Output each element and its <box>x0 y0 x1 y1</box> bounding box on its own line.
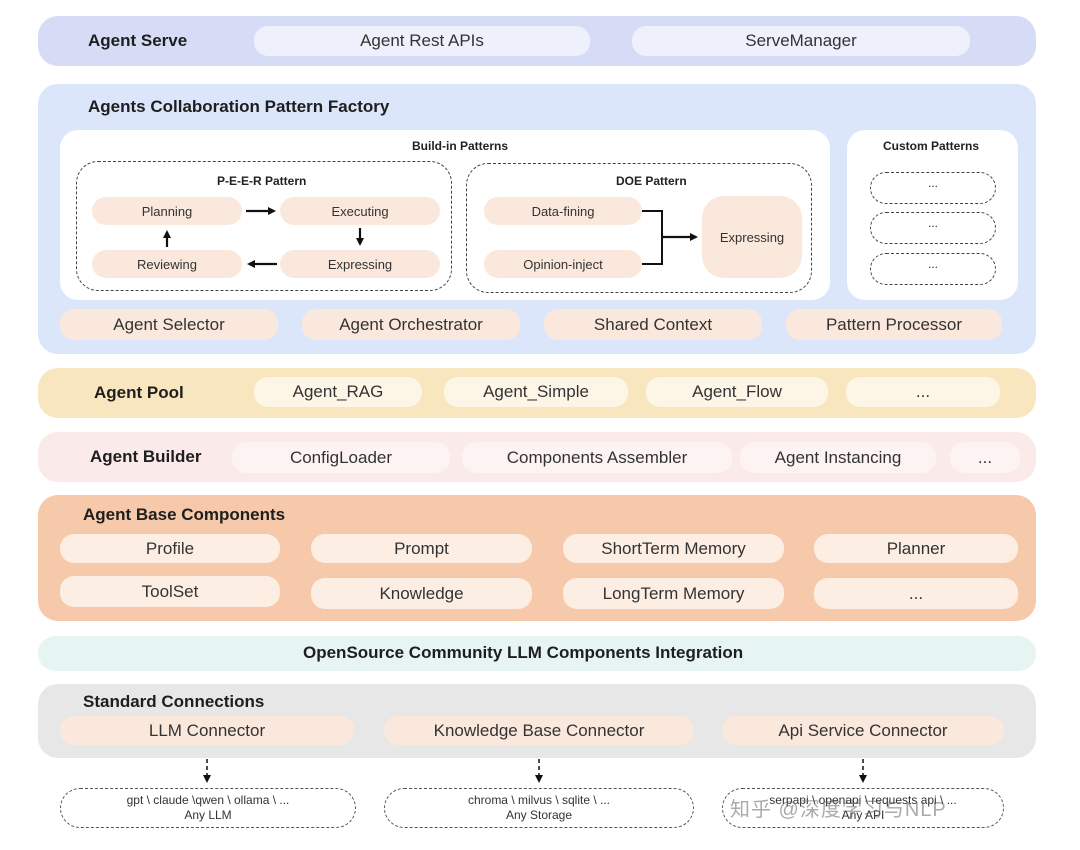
agent-builder-title: Agent Builder <box>90 447 202 466</box>
opensource-layer <box>38 636 1036 671</box>
custom-pattern-slot <box>870 172 996 204</box>
config-loader: ConfigLoader <box>232 442 450 473</box>
doe-pattern-box <box>466 163 812 293</box>
peer-pattern-title: P-E-E-R Pattern <box>217 174 307 188</box>
agent-flow: Agent_Flow <box>646 377 828 407</box>
doe-data-fining: Data-fining <box>484 197 642 225</box>
agent-builder-more: ... <box>950 442 1020 473</box>
component-planner: Planner <box>814 534 1018 563</box>
agent-selector: Agent Selector <box>60 309 278 340</box>
watermark: 知乎 @深度学习与NLP <box>730 799 947 821</box>
peer-planning: Planning <box>92 197 242 225</box>
pattern-factory-title: Agents Collaboration Pattern Factory <box>88 97 390 116</box>
llm-targets: gpt \ claude \qwen \ ollama \ ... Any LL… <box>60 788 356 828</box>
llm-targets-caption: Any LLM <box>184 808 232 822</box>
pattern-processor: Pattern Processor <box>786 309 1002 340</box>
api-targets-caption: Any API <box>841 808 885 822</box>
api-targets: serpapi \ openapi \ requests api \ ... A… <box>722 788 1004 828</box>
peer-executing: Executing <box>280 197 440 225</box>
agent-pool-more: ... <box>846 377 1000 407</box>
shared-context: Shared Context <box>544 309 762 340</box>
custom-pattern-slot <box>870 212 996 244</box>
custom-patterns-title: Custom Patterns <box>883 139 980 153</box>
agent-simple: Agent_Simple <box>444 377 628 407</box>
peer-pattern-box <box>76 161 452 291</box>
knowledge-base-connector: Knowledge Base Connector <box>384 716 694 745</box>
llm-connector: LLM Connector <box>60 716 354 745</box>
doe-opinion-inject: Opinion-inject <box>484 250 642 278</box>
component-more: ... <box>814 578 1018 609</box>
opensource-title: OpenSource Community LLM Components Inte… <box>303 643 744 662</box>
component-profile: Profile <box>60 534 280 563</box>
storage-targets-list: chroma \ milvus \ sqlite \ ... <box>467 793 611 807</box>
storage-targets: chroma \ milvus \ sqlite \ ... Any Stora… <box>384 788 694 828</box>
peer-expressing: Expressing <box>280 250 440 278</box>
component-longterm-memory: LongTerm Memory <box>563 578 784 609</box>
storage-targets-caption: Any Storage <box>505 808 573 822</box>
component-toolset: ToolSet <box>60 576 280 607</box>
agent-rest-apis: Agent Rest APIs <box>254 26 590 56</box>
custom-pattern-label: ... <box>927 176 938 190</box>
custom-pattern-label: ... <box>927 216 938 230</box>
agent-pool-title: Agent Pool <box>94 383 184 402</box>
builtin-patterns-title: Build-in Patterns <box>412 139 509 153</box>
peer-reviewing: Reviewing <box>92 250 242 278</box>
agent-orchestrator: Agent Orchestrator <box>302 309 520 340</box>
connections-title: Standard Connections <box>83 692 265 711</box>
component-shortterm-memory: ShortTerm Memory <box>563 534 784 563</box>
base-components-title: Agent Base Components <box>83 505 286 524</box>
api-targets-list: serpapi \ openapi \ requests api \ ... <box>769 793 957 807</box>
custom-pattern-label: ... <box>927 257 938 271</box>
custom-pattern-slot <box>870 253 996 285</box>
doe-expressing: Expressing <box>702 196 802 278</box>
doe-merge-lines <box>642 210 663 265</box>
serve-manager: ServeManager <box>632 26 970 56</box>
component-prompt: Prompt <box>311 534 532 563</box>
components-assembler: Components Assembler <box>462 442 732 473</box>
llm-targets-list: gpt \ claude \qwen \ ollama \ ... <box>126 793 290 807</box>
agent-instancing: Agent Instancing <box>740 442 936 473</box>
agent-rag: Agent_RAG <box>254 377 422 407</box>
doe-pattern-title: DOE Pattern <box>616 174 687 188</box>
api-service-connector: Api Service Connector <box>722 716 1004 745</box>
component-knowledge: Knowledge <box>311 578 532 609</box>
agent-serve-title: Agent Serve <box>88 31 188 50</box>
